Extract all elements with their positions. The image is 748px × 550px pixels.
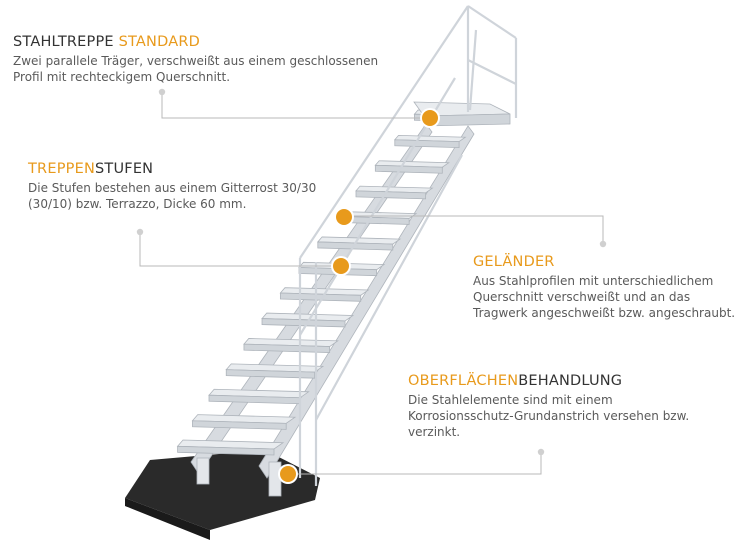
callout-body-line: Querschnitt verschweißt und an das [473,290,691,304]
callout-treppenstufen: TREPPENSTUFEN Die Stufen bestehen aus ei… [28,161,328,212]
railing-post [468,29,478,111]
callout-body-line: Die Stahlelemente sind mit einem [408,393,613,407]
callout-body-line: Zwei parallele Träger, verschweißt aus e… [13,54,379,68]
callout-body-line: Tragwerk angeschweißt bzw. angeschraubt. [473,306,736,320]
marker-dot [280,466,296,482]
mid-rail [467,59,517,85]
support-leg [196,457,210,485]
callout-body-line: (30/10) bzw. Terrazzo, Dicke 60 mm. [28,197,247,211]
callout-title-accent: TREPPEN [28,161,95,177]
callout-oberflaechenbehandlung: OBERFLÄCHENBEHANDLUNG Die Stahlelemente … [408,373,708,440]
callout-body-line: verzinkt. [408,425,461,439]
callout-title-accent: STANDARD [118,34,200,50]
callout-title: TREPPENSTUFEN [28,161,328,177]
step-front [177,445,275,456]
callout-title-plain: STUFEN [95,161,154,177]
leader-treppenstufen [139,232,340,267]
callout-body: Die Stufen bestehen aus einem Gitterrost… [28,180,328,212]
callout-gelaender: GELÄNDER Aus Stahlprofilen mit unterschi… [473,254,743,321]
callout-body-line: Aus Stahlprofilen mit unterschiedlichem [473,274,714,288]
ground-slab-side [125,498,210,540]
callout-body-line: Profil mit rechteckigem Querschnitt. [13,70,231,84]
leader-oberflaechenbehandlung [290,452,542,475]
callout-title-plain: BEHANDLUNG [518,373,623,389]
callout-body: Zwei parallele Träger, verschweißt aus e… [13,53,403,85]
marker-dot [422,110,438,126]
callout-body-line: Die Stufen bestehen aus einem Gitterrost… [28,181,317,195]
callout-title-accent: OBERFLÄCHEN [408,373,519,389]
callout-body: Aus Stahlprofilen mit unterschiedlichem … [473,273,743,321]
stair-railing [298,5,518,486]
leader-end-dot [136,228,144,236]
callout-markers [278,108,440,484]
callout-title: GELÄNDER [473,254,743,270]
marker-dot [333,258,349,274]
step-front [374,164,443,174]
callout-body-line: Korrosionsschutz-Grundanstrich versehen … [408,409,690,423]
step-front [394,139,460,149]
callout-leaders [136,88,607,475]
ground-slab-top [125,450,320,530]
callout-title: STAHLTREPPE STANDARD [13,34,403,50]
callout-stahltreppe: STAHLTREPPE STANDARD Zwei parallele Träg… [13,34,403,85]
step-front [225,369,316,379]
top-rail [467,5,517,39]
leader-end-dot [599,240,607,248]
marker-dot [336,209,352,225]
step-front [317,241,394,251]
ground-slab [125,450,320,540]
step-front [355,190,427,200]
handrail [299,5,469,259]
step-front [192,420,287,430]
callout-title-accent: GELÄNDER [473,254,555,270]
support-leg [268,461,282,497]
leader-stahltreppe [161,92,428,119]
step-front [261,318,346,328]
leader-gelaender [345,215,604,244]
leader-end-dot [158,88,166,96]
callout-title: OBERFLÄCHENBEHANDLUNG [408,373,708,389]
callout-title-plain: STAHLTREPPE [13,34,119,50]
leader-end-dot [537,448,545,456]
knee-rail [315,154,463,421]
callout-body: Die Stahlelemente sind mit einem Korrosi… [408,392,708,440]
